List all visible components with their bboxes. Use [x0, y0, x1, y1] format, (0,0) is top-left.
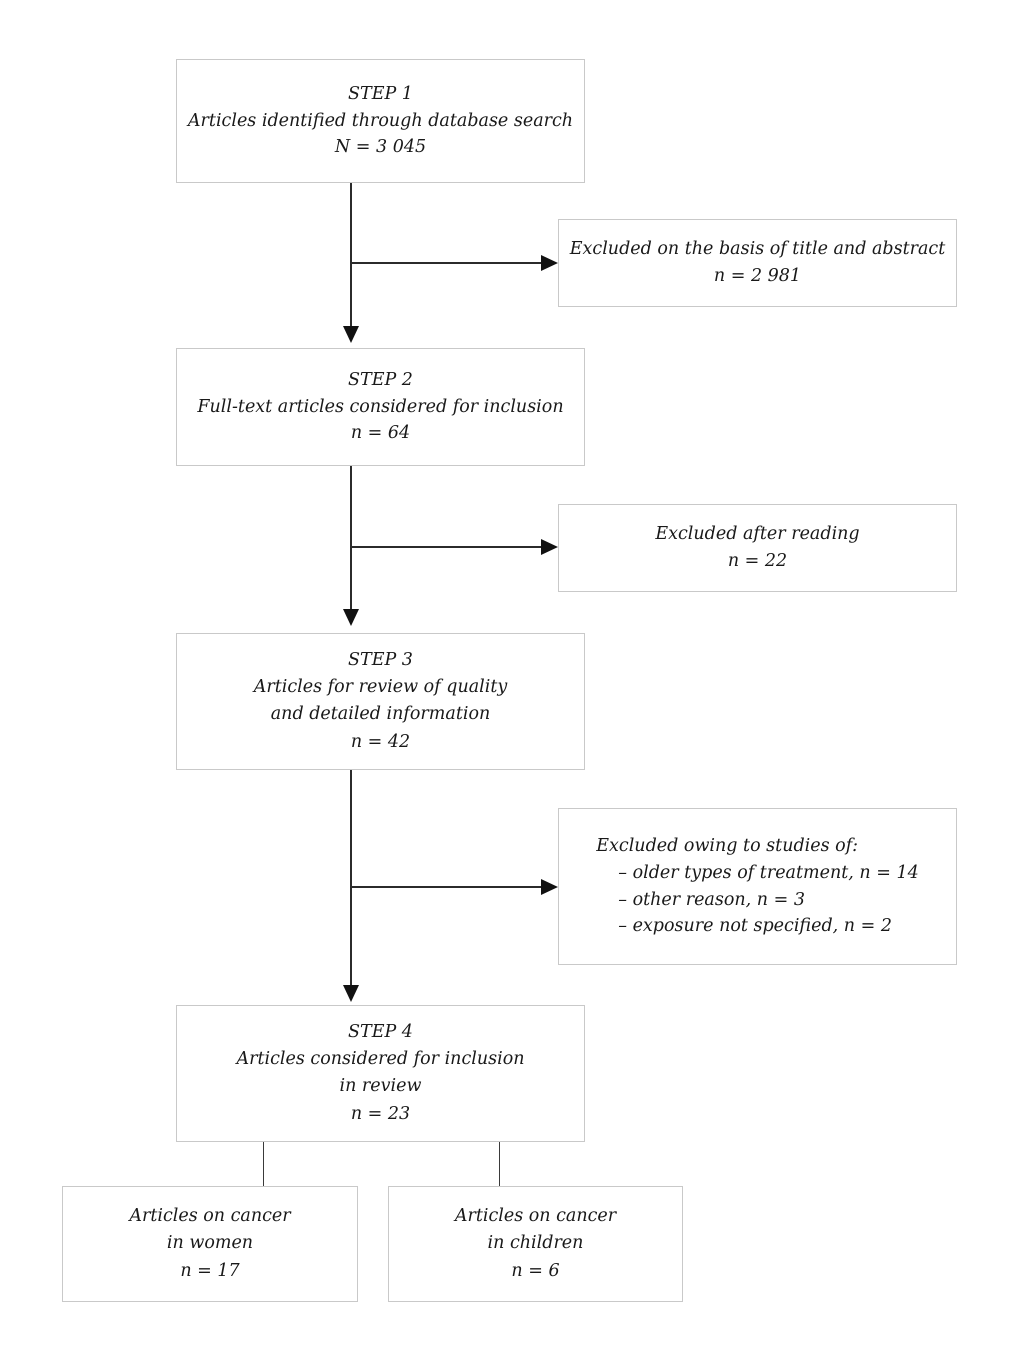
arrowhead-step1-to-step2	[343, 326, 359, 343]
excluded3-item-1: – other reason, n = 3	[618, 889, 805, 910]
step2-count: n = 64	[350, 423, 411, 444]
connector-step1-to-excluded1	[350, 262, 543, 264]
arrowhead-step3-to-excluded3	[541, 879, 558, 895]
excluded2-title: Excluded after reading	[655, 524, 860, 545]
connector-step3-to-excluded3	[350, 886, 543, 888]
arrowhead-step3-to-step4	[343, 985, 359, 1002]
step4-count: n = 23	[350, 1104, 411, 1125]
step1-count: N = 3 045	[334, 137, 427, 158]
step2-label: STEP 2	[348, 370, 413, 391]
excluded1-count: n = 2 981	[713, 266, 802, 286]
step2-box: STEP 2 Full-text articles considered for…	[176, 348, 585, 466]
excluded3-box: Excluded owing to studies of: – older ty…	[558, 808, 957, 965]
connector-step4-to-outcome-women	[263, 1142, 265, 1187]
step4-description-line1: Articles considered for inclusion	[236, 1048, 525, 1069]
excluded2-box: Excluded after reading n = 22	[558, 504, 957, 592]
step1-description: Articles identified through database sea…	[187, 110, 574, 131]
step1-box: STEP 1 Articles identified through datab…	[176, 59, 585, 183]
step3-description-line2: and detailed information	[270, 703, 491, 724]
step3-box: STEP 3 Articles for review of quality an…	[176, 633, 585, 770]
excluded2-count: n = 22	[727, 551, 788, 571]
connector-step2-to-step3	[350, 466, 352, 612]
step4-label: STEP 4	[348, 1022, 413, 1043]
excluded1-title: Excluded on the basis of title and abstr…	[569, 239, 946, 260]
arrowhead-step2-to-excluded2	[541, 539, 558, 555]
outcome-children-line1: Articles on cancer	[454, 1206, 617, 1227]
connector-step3-to-step4	[350, 770, 352, 988]
excluded3-item-2: – exposure not specified, n = 2	[618, 916, 892, 937]
excluded3-list: Excluded owing to studies of: – older ty…	[596, 833, 918, 939]
outcome-women-line2: in women	[166, 1232, 254, 1253]
excluded3-item-0: – older types of treatment, n = 14	[618, 862, 919, 883]
step4-box: STEP 4 Articles considered for inclusion…	[176, 1005, 585, 1142]
outcome-children-line2: in children	[487, 1232, 584, 1253]
step4-description-line2: in review	[339, 1075, 422, 1096]
excluded1-box: Excluded on the basis of title and abstr…	[558, 219, 957, 307]
outcome-women-box: Articles on cancer in women n = 17	[62, 1186, 358, 1302]
step3-description-line1: Articles for review of quality	[253, 676, 508, 697]
excluded3-header: Excluded owing to studies of:	[596, 836, 859, 857]
connector-step1-to-step2	[350, 183, 352, 329]
step1-label: STEP 1	[348, 84, 413, 105]
connector-step4-to-outcome-children	[499, 1142, 501, 1187]
outcome-children-count: n = 6	[511, 1261, 560, 1282]
step3-count: n = 42	[350, 732, 411, 753]
connector-step2-to-excluded2	[350, 546, 543, 548]
outcome-women-count: n = 17	[180, 1261, 240, 1282]
outcome-children-box: Articles on cancer in children n = 6	[388, 1186, 683, 1302]
arrowhead-step1-to-excluded1	[541, 255, 558, 271]
outcome-women-line1: Articles on cancer	[129, 1206, 291, 1227]
step3-label: STEP 3	[348, 650, 413, 671]
step2-description: Full-text articles considered for inclus…	[197, 396, 564, 417]
arrowhead-step2-to-step3	[343, 609, 359, 626]
